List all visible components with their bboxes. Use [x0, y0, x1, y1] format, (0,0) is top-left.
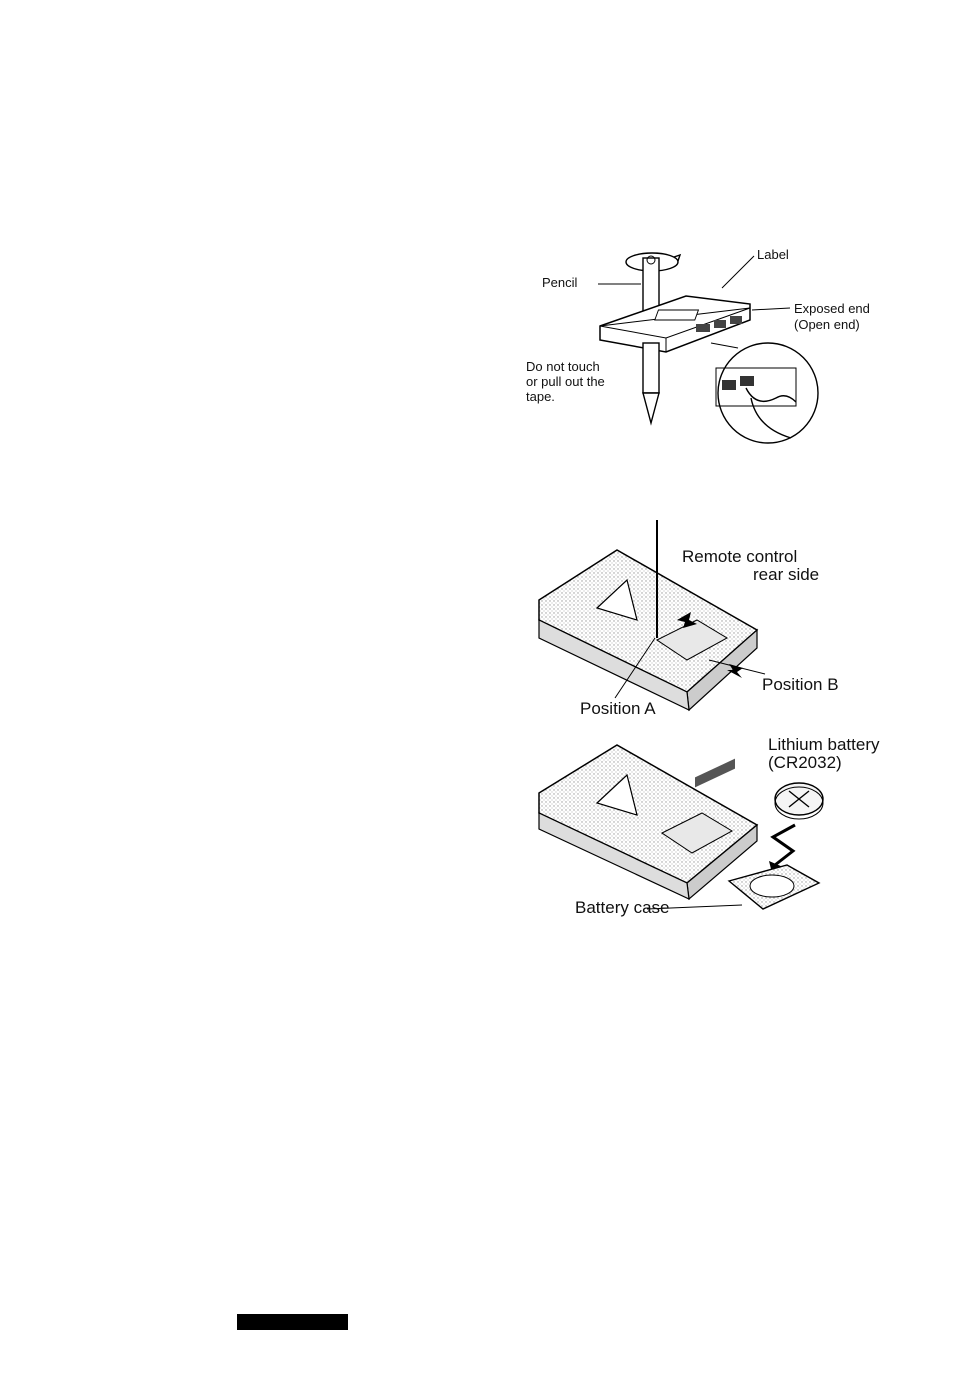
battery-case-label: Battery case — [575, 899, 670, 918]
remote-title-line-2: rear side — [753, 566, 819, 585]
pencil-callout: Pencil — [542, 276, 577, 290]
label-callout: Label — [757, 248, 789, 262]
cassette-body — [600, 296, 750, 352]
position-b-label: Position B — [762, 676, 839, 695]
exposed-end-callout: Exposed end — [794, 302, 870, 316]
remote-rear-figure: Remote control rear side Position B Posi… — [537, 520, 867, 725]
position-a-label: Position A — [580, 700, 656, 719]
remote-title-line-1: Remote control — [682, 548, 797, 567]
battery-label-line-2: (CR2032) — [768, 754, 842, 773]
cassette-illustration — [526, 248, 876, 448]
footer-bar — [237, 1314, 348, 1330]
warning-line-2: or pull out the — [526, 375, 605, 389]
detail-circle — [718, 343, 818, 443]
cassette-figure: Label Pencil Exposed end (Open end) Do n… — [526, 248, 876, 448]
warning-line-3: tape. — [526, 390, 555, 404]
battery-label-line-1: Lithium battery — [768, 736, 880, 755]
open-end-callout: (Open end) — [794, 318, 860, 332]
battery-figure: Lithium battery (CR2032) Battery case — [537, 733, 892, 923]
insert-arrow-icon — [773, 825, 795, 865]
warning-line-1: Do not touch — [526, 360, 600, 374]
